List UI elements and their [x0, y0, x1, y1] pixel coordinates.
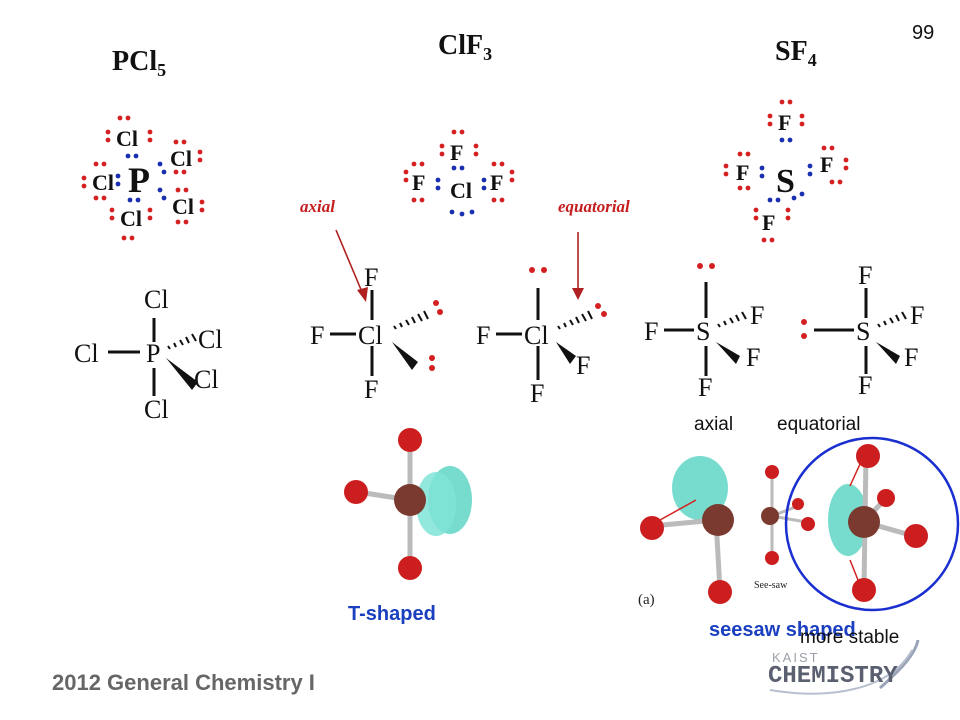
lewis-pcl5-p: P: [128, 160, 150, 200]
stick-clf3a-f-top: F: [364, 263, 378, 292]
lewis-sf4-f-left: F: [736, 160, 749, 185]
lewis-pcl5-cl-upright: Cl: [170, 146, 192, 171]
kaist-logo-mark: [769, 639, 920, 695]
axial-annotation: axial: [300, 197, 335, 216]
stick-clf3a-f-bottom: F: [364, 375, 378, 404]
equatorial-arrow: [572, 232, 584, 300]
more-stable-caption: more stable: [800, 627, 900, 648]
stick-clf3b-f-lowright: F: [576, 351, 590, 380]
lewis-clf3-cl: Cl: [450, 178, 472, 203]
lewis-sf4-f-right: F: [820, 152, 833, 177]
lewis-sf4-f-top: F: [778, 110, 791, 135]
lewis-pcl5-cl-lowright: Cl: [172, 194, 194, 219]
stick-clf3b-cl: Cl: [524, 321, 549, 350]
structure-sf4-b: S F F F F: [801, 261, 924, 400]
stick-pcl5-cl-top: Cl: [144, 285, 169, 314]
equatorial-label: equatorial: [777, 414, 861, 435]
stick-sf4b-f-upright: F: [910, 301, 924, 330]
lewis-clf3-f-left: F: [412, 170, 425, 195]
stick-sf4b-f-top: F: [858, 261, 872, 290]
panel-a-label: (a): [638, 592, 655, 608]
stick-clf3a-f-left: F: [310, 321, 324, 350]
stick-sf4b-s: S: [856, 317, 870, 346]
stick-pcl5-p: P: [146, 339, 160, 368]
stick-pcl5-cl-left: Cl: [74, 339, 99, 368]
stick-sf4b-f-lowright: F: [904, 343, 918, 372]
lewis-sf4-s: S: [776, 163, 795, 200]
lewis-sf4: S F F F F: [723, 99, 849, 243]
lewis-clf3-f-right: F: [490, 170, 503, 195]
stick-pcl5-cl-lowright: Cl: [194, 365, 219, 394]
see-saw-label: See-saw: [754, 580, 788, 591]
stick-sf4b-f-bottom: F: [858, 371, 872, 400]
stick-clf3b-f-left: F: [476, 321, 490, 350]
lewis-clf3: F F F Cl: [403, 129, 515, 217]
structure-sf4-a: S F F F F: [644, 263, 764, 402]
stick-pcl5-cl-upright: Cl: [198, 325, 223, 354]
stick-sf4a-f-lowright: F: [746, 343, 760, 372]
equatorial-annotation: equatorial: [558, 197, 630, 216]
stick-sf4a-f-bottom: F: [698, 373, 712, 402]
t-shaped-model: [344, 428, 472, 580]
seesaw-model-a: (a): [636, 440, 734, 610]
lewis-pcl5-cl-bottom: Cl: [120, 206, 142, 231]
seesaw-model-small: See-saw: [754, 465, 815, 591]
title-sf4: SF4: [775, 36, 817, 70]
lewis-pcl5: P Cl Cl Cl Cl Cl: [81, 115, 205, 241]
axial-arrow: [335, 229, 368, 302]
t-shaped-caption: T-shaped: [348, 603, 436, 625]
stick-clf3b-f-bottom: F: [530, 379, 544, 408]
seesaw-caption: seesaw shaped: [709, 619, 856, 641]
seesaw-model-b: [784, 436, 960, 612]
axial-label: axial: [694, 414, 734, 435]
page-number: 99: [912, 22, 935, 44]
structure-clf3-b: Cl F F F: [476, 267, 607, 408]
lewis-clf3-f-top: F: [450, 140, 463, 165]
title-clf3: ClF3: [438, 30, 493, 64]
stick-sf4a-s: S: [696, 317, 710, 346]
stick-pcl5-cl-bottom: Cl: [144, 395, 169, 424]
stick-sf4a-f-upright: F: [750, 301, 764, 330]
title-pcl5: PCl5: [112, 46, 167, 80]
structure-clf3-a: Cl F F F: [310, 263, 443, 404]
structure-pcl5: P Cl Cl Cl Cl Cl: [74, 285, 223, 424]
footer-course: 2012 General Chemistry I: [52, 670, 315, 695]
lewis-sf4-f-bottom: F: [762, 210, 775, 235]
stick-sf4a-f-left: F: [644, 317, 658, 346]
stick-clf3a-cl: Cl: [358, 321, 383, 350]
logo-kaist: KAIST: [772, 650, 820, 665]
lewis-pcl5-cl-left: Cl: [92, 170, 114, 195]
lewis-pcl5-cl-top: Cl: [116, 126, 138, 151]
logo-chemistry: CHEMISTRY: [768, 663, 898, 690]
